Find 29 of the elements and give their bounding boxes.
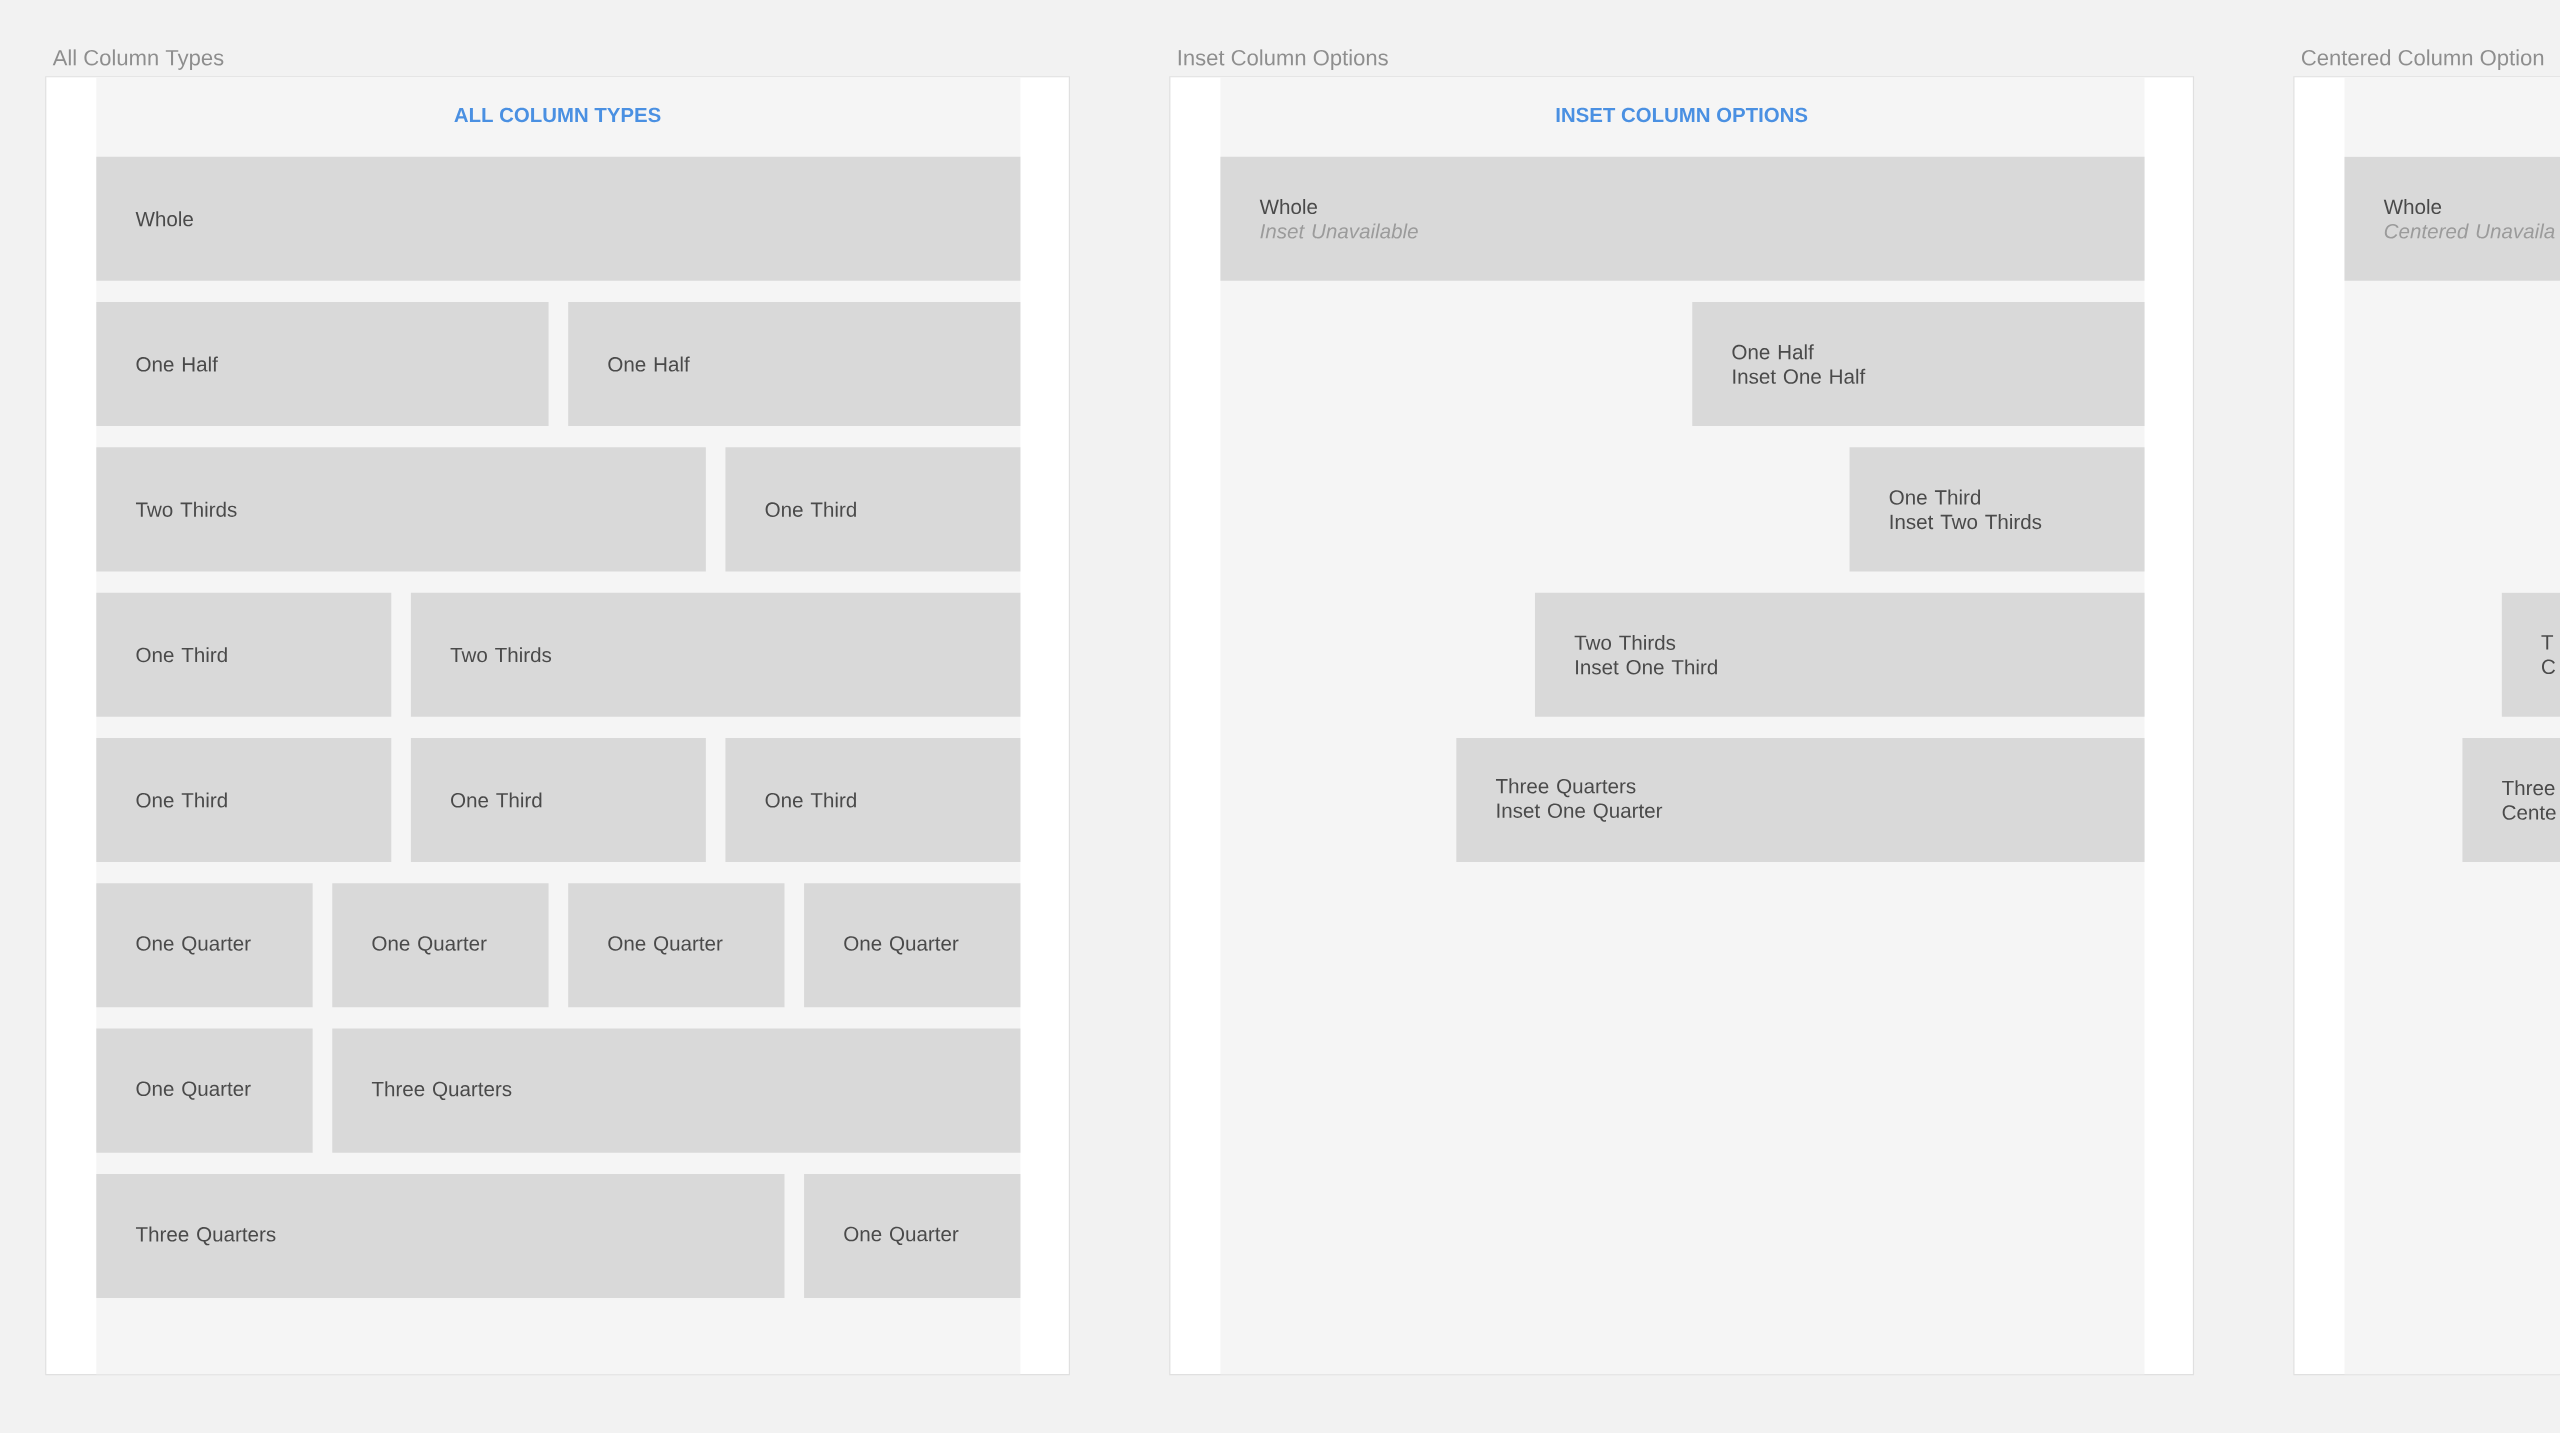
- column-box: One Quarter: [568, 883, 785, 1008]
- column-box: Three Cente: [2462, 737, 2560, 862]
- column-box: One Third: [725, 737, 1021, 862]
- column-box: One Quarter: [96, 883, 313, 1008]
- node-label: Inset Column Options: [1178, 49, 1388, 70]
- column-box: One Quarter: [96, 1028, 313, 1153]
- column-box: One Quarter: [332, 883, 549, 1008]
- column-box: Three Quarters: [96, 1173, 785, 1298]
- column-box: Whole Centered Unavaila: [2344, 156, 2560, 281]
- column-box: Whole: [96, 156, 1021, 281]
- column-box: Two Thirds: [410, 592, 1021, 717]
- column-box: One Third Inset Two Thirds: [1849, 447, 2145, 572]
- column-box: One Quarter: [804, 883, 1021, 1008]
- column-box: One Half: [568, 301, 1021, 426]
- column-box: Two Thirds Inset One Third: [1534, 592, 2145, 717]
- column-box: Whole Inset Unavailable: [1220, 156, 2145, 281]
- column-box: One Half: [96, 301, 549, 426]
- column-box: One Third: [96, 737, 392, 862]
- node-label: Centered Column Option: [2301, 49, 2544, 70]
- column-box: One Third: [410, 737, 706, 862]
- column-box: One Third: [96, 592, 392, 717]
- column-box: One Quarter: [804, 1173, 1021, 1298]
- column-box: Two Thirds: [96, 447, 706, 572]
- column-box: Three Quarters: [332, 1028, 1021, 1153]
- column-box: One Third: [725, 447, 1021, 572]
- node-label: All Column Types: [52, 49, 224, 70]
- column-box: Three Quarters Inset One Quarter: [1456, 737, 2145, 862]
- column-box: One Half Inset One Half: [1692, 301, 2145, 426]
- column-box: T C: [2501, 592, 2560, 717]
